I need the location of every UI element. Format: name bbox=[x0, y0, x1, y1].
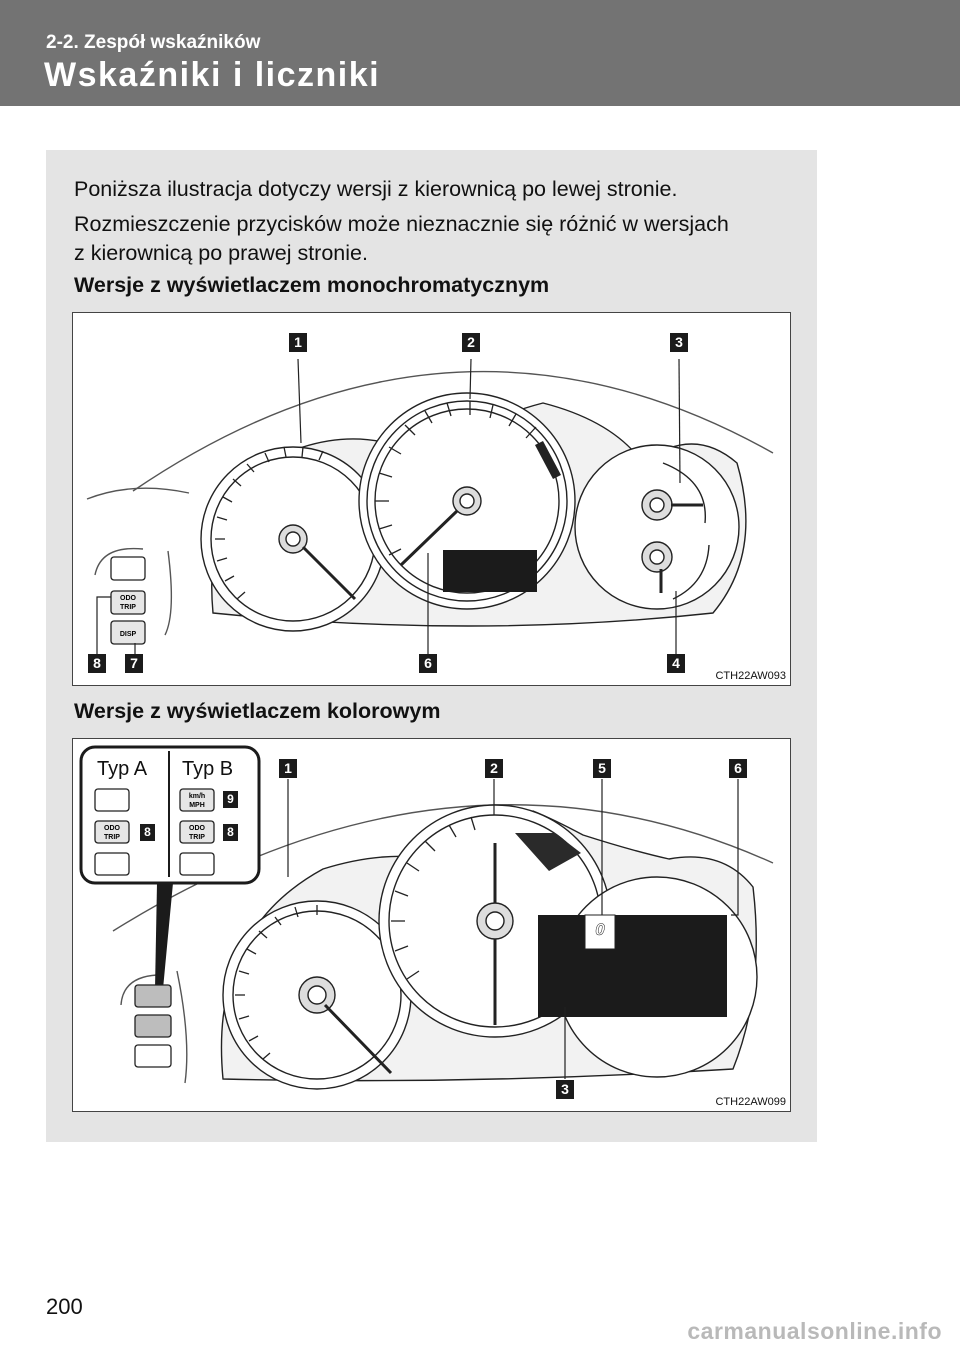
typ-b-odo-trip-button bbox=[179, 820, 215, 844]
cluster-illustration-mono: ODO TRIP DISP bbox=[86, 358, 774, 654]
cluster-illustration-color: 0 km/h ODO TRIP km/h MPH ODO TRIP bbox=[79, 745, 774, 1090]
typ-a-odo-label-2: TRIP bbox=[104, 834, 120, 841]
color-heading: Wersje z wyświetlaczem kolorowym bbox=[74, 699, 441, 723]
watermark: carmanualsonline.info bbox=[687, 1318, 942, 1344]
kmh-label-1: km/h bbox=[189, 793, 205, 800]
intro-paragraph-2-line-2: z kierownicą po prawej stronie. bbox=[74, 241, 368, 265]
page-number: 200 bbox=[46, 1294, 83, 1319]
typ-b-kmh-mph-button bbox=[179, 788, 215, 812]
callout-9: 9 bbox=[223, 791, 238, 808]
callout-8: 8 bbox=[88, 654, 106, 673]
kmh-label-2: MPH bbox=[189, 802, 205, 809]
typ-b-label: Typ B bbox=[182, 758, 234, 780]
mono-multi-info-display bbox=[443, 550, 537, 592]
callout-2: 2 bbox=[462, 333, 480, 352]
callout-6: 6 bbox=[729, 759, 747, 778]
callout-4: 4 bbox=[667, 654, 685, 673]
disp-button bbox=[110, 620, 146, 645]
speed-readout-box bbox=[584, 914, 616, 950]
speed-readout-unit: km/h bbox=[592, 941, 607, 948]
typ-a-blank-button bbox=[94, 788, 130, 812]
intro-paragraph-1: Poniższa ilustracja dotyczy wersji z kie… bbox=[74, 177, 678, 201]
callout-8-typ-b: 8 bbox=[223, 824, 238, 841]
color-tachometer-ticks bbox=[235, 905, 318, 1060]
callout-1: 1 bbox=[289, 333, 307, 352]
section-label: 2-2. Zespół wskaźników bbox=[46, 32, 261, 53]
callout-2: 2 bbox=[485, 759, 503, 778]
tachometer-ticks bbox=[215, 446, 324, 600]
steering-side-button-1 bbox=[134, 984, 172, 1008]
speed-readout-value: 0 bbox=[595, 920, 605, 939]
callout-1: 1 bbox=[279, 759, 297, 778]
disp-button-label: DISP bbox=[120, 631, 137, 638]
callout-8-typ-a: 8 bbox=[140, 824, 155, 841]
typ-a-lower-button bbox=[94, 852, 130, 876]
figure-color-display: 0 km/h ODO TRIP km/h MPH ODO TRIP bbox=[72, 738, 791, 1112]
callout-7: 7 bbox=[125, 654, 143, 673]
steering-side-button-2 bbox=[134, 1014, 172, 1038]
odo-trip-button bbox=[110, 590, 146, 615]
typ-b-odo-label-1: ODO bbox=[189, 825, 206, 832]
callout-3: 3 bbox=[670, 333, 688, 352]
typ-a-label: Typ A bbox=[97, 758, 148, 780]
typ-a-odo-trip-button bbox=[94, 820, 130, 844]
page-header: 2-2. Zespół wskaźników Wskaźniki i liczn… bbox=[0, 0, 960, 106]
color-speedometer-ticks bbox=[391, 816, 476, 980]
odo-trip-button-label-2: TRIP bbox=[120, 604, 136, 611]
figure-code-color: CTH22AW099 bbox=[715, 1096, 786, 1108]
callout-3: 3 bbox=[556, 1080, 574, 1099]
blank-button bbox=[110, 556, 146, 581]
figure-mono-display: ODO TRIP DISP 1 2 3 8 7 6 4 CTH22AW093 bbox=[72, 312, 791, 686]
color-multi-info-display bbox=[538, 915, 727, 1017]
speedometer-ticks bbox=[375, 401, 537, 556]
typ-b-lower-button bbox=[179, 852, 215, 876]
figure-code-mono: CTH22AW093 bbox=[715, 670, 786, 682]
mono-heading: Wersje z wyświetlaczem monochromatycznym bbox=[74, 273, 550, 297]
odo-trip-button-label-1: ODO bbox=[120, 595, 137, 602]
intro-paragraph-2-line-1: Rozmieszczenie przycisków może nieznaczn… bbox=[74, 212, 729, 236]
callout-5: 5 bbox=[593, 759, 611, 778]
callout-6: 6 bbox=[419, 654, 437, 673]
page-title: Wskaźniki i liczniki bbox=[44, 56, 381, 94]
typ-a-odo-label-1: ODO bbox=[104, 825, 121, 832]
steering-side-button-3 bbox=[134, 1044, 172, 1068]
typ-b-odo-label-2: TRIP bbox=[189, 834, 205, 841]
